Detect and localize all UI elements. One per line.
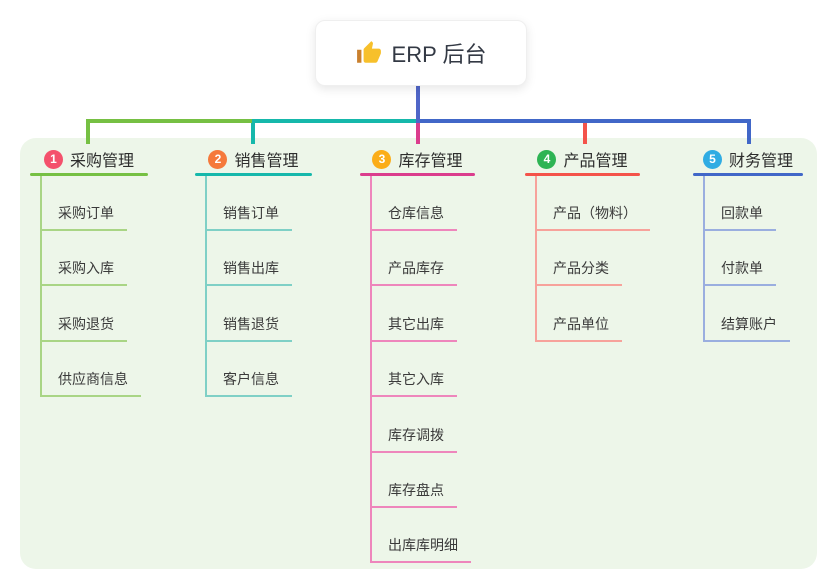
branch-3-underline bbox=[360, 173, 475, 176]
child-node[interactable]: 产品库存 bbox=[370, 258, 457, 287]
child-node[interactable]: 采购退货 bbox=[40, 314, 127, 342]
branch-drop-line bbox=[747, 119, 751, 144]
branch-4-header[interactable]: 4 产品管理 bbox=[525, 146, 640, 172]
branch-1-underline bbox=[30, 173, 148, 176]
child-node[interactable]: 采购订单 bbox=[40, 203, 127, 231]
bus-segment-blue bbox=[418, 119, 749, 123]
child-node[interactable]: 客户信息 bbox=[205, 369, 292, 398]
branches-panel bbox=[20, 138, 817, 569]
child-node[interactable]: 销售退货 bbox=[205, 314, 292, 342]
branch-5-title: 财务管理 bbox=[728, 153, 793, 170]
child-node[interactable]: 产品单位 bbox=[535, 314, 622, 342]
branch-1-header[interactable]: 1 采购管理 bbox=[30, 146, 148, 172]
branch-3-badge: 3 bbox=[372, 149, 392, 169]
branch-2-title: 销售管理 bbox=[234, 153, 299, 170]
branch-4-title: 产品管理 bbox=[563, 153, 628, 170]
branch-2-badge: 2 bbox=[208, 149, 228, 169]
root-connector-line bbox=[416, 84, 420, 123]
branch-drop-line bbox=[251, 119, 255, 144]
child-node[interactable]: 采购入库 bbox=[40, 258, 127, 287]
child-node[interactable]: 其它入库 bbox=[370, 369, 457, 398]
child-node[interactable]: 产品分类 bbox=[535, 258, 622, 287]
branch-1-badge: 1 bbox=[43, 149, 63, 169]
branch-4-spine-line bbox=[535, 176, 537, 342]
branch-2-underline bbox=[195, 173, 312, 176]
branch-5-badge: 5 bbox=[702, 149, 722, 169]
bus-segment-green bbox=[86, 119, 252, 123]
branch-4-badge: 4 bbox=[537, 149, 557, 169]
child-node[interactable]: 仓库信息 bbox=[370, 203, 457, 231]
child-node[interactable]: 供应商信息 bbox=[40, 369, 141, 398]
child-node[interactable]: 回款单 bbox=[703, 203, 776, 231]
branch-1-title: 采购管理 bbox=[69, 153, 134, 170]
child-node[interactable]: 其它出库 bbox=[370, 314, 457, 342]
child-node[interactable]: 销售订单 bbox=[205, 203, 292, 231]
branch-3-header[interactable]: 3 库存管理 bbox=[360, 146, 475, 172]
branch-2-header[interactable]: 2 销售管理 bbox=[195, 146, 312, 172]
child-node[interactable]: 产品（物料） bbox=[535, 203, 650, 231]
branch-2-spine-line bbox=[205, 176, 207, 398]
branch-5-spine-line bbox=[703, 176, 705, 342]
child-node[interactable]: 付款单 bbox=[703, 258, 776, 287]
child-node[interactable]: 销售出库 bbox=[205, 258, 292, 287]
branch-5-header[interactable]: 5 财务管理 bbox=[693, 146, 803, 172]
bus-segment-teal bbox=[252, 119, 418, 123]
branch-5-underline bbox=[693, 173, 803, 176]
branch-drop-line bbox=[86, 119, 90, 144]
branch-3-spine-line bbox=[370, 176, 372, 564]
child-node[interactable]: 出库库明细 bbox=[370, 535, 471, 564]
branch-1-spine-line bbox=[40, 176, 42, 398]
child-node[interactable]: 结算账户 bbox=[703, 314, 790, 342]
thumbs-up-icon bbox=[356, 40, 382, 66]
child-node[interactable]: 库存盘点 bbox=[370, 480, 457, 508]
root-node-label: ERP 后台 bbox=[391, 42, 487, 67]
branch-drop-line bbox=[583, 119, 587, 144]
root-node[interactable]: ERP 后台 bbox=[315, 20, 527, 86]
child-node[interactable]: 库存调拨 bbox=[370, 425, 457, 453]
branch-drop-line bbox=[416, 123, 420, 144]
branch-4-underline bbox=[525, 173, 640, 176]
branch-3-title: 库存管理 bbox=[398, 153, 463, 170]
